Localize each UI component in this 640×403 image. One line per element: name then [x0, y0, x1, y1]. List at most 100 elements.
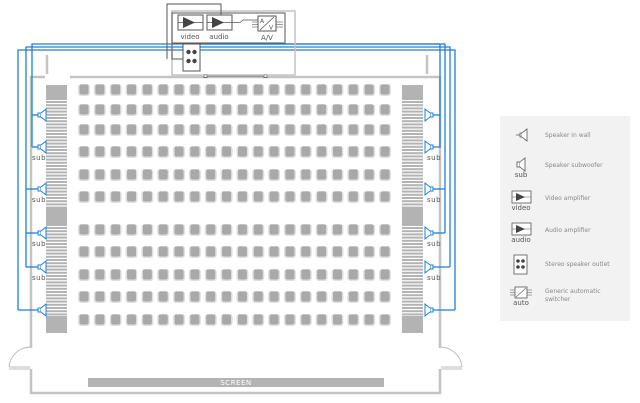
speaker-subwoofer-icon[interactable]: sub	[32, 181, 47, 204]
seat	[220, 191, 233, 203]
seat	[283, 314, 296, 326]
seat	[283, 84, 296, 96]
seat	[379, 246, 391, 258]
legend-item: Stereo speaker outlet	[513, 254, 610, 275]
side-panel	[46, 85, 67, 333]
speaker-subwoofer-icon[interactable]: sub	[424, 225, 441, 248]
seat	[331, 246, 344, 258]
seat	[173, 169, 186, 181]
audio-label: audio	[209, 33, 228, 41]
sub-label: sub	[32, 154, 46, 162]
seat	[283, 191, 296, 203]
seat	[93, 104, 106, 116]
seat	[125, 269, 138, 281]
speaker-subwoofer-icon[interactable]: sub	[424, 259, 441, 282]
seat	[379, 146, 391, 158]
seat	[204, 169, 217, 181]
seat	[93, 191, 106, 203]
seat	[204, 224, 217, 236]
speaker-subwoofer-icon[interactable]: sub	[32, 225, 47, 248]
seat	[173, 224, 186, 236]
seat	[299, 314, 312, 326]
seat	[363, 84, 376, 96]
seat	[268, 104, 281, 116]
seat	[299, 191, 312, 203]
legend-label: Speaker in wall	[545, 132, 591, 139]
seat	[315, 246, 328, 258]
av-switcher[interactable]: A V A/V	[252, 15, 283, 42]
seat	[236, 84, 249, 96]
seat	[315, 104, 328, 116]
speaker-in-wall-icon[interactable]	[424, 107, 434, 123]
audio-amplifier-icon	[511, 222, 532, 236]
seat	[93, 291, 106, 303]
seat	[220, 291, 233, 303]
seat	[141, 224, 154, 236]
seat	[299, 224, 312, 236]
speaker-in-wall-icon[interactable]	[37, 107, 47, 123]
seat	[379, 291, 391, 303]
speaker-subwoofer-icon[interactable]: sub	[424, 139, 441, 162]
av-label: A/V	[261, 34, 273, 42]
seat	[78, 146, 90, 158]
speaker-in-wall-icon[interactable]	[424, 302, 434, 318]
screen: SCREEN	[88, 378, 384, 387]
seat	[188, 246, 201, 258]
seat	[347, 104, 360, 116]
seat	[315, 224, 328, 236]
video-amplifier[interactable]: video	[177, 14, 204, 41]
seat	[141, 84, 154, 96]
seat	[347, 84, 360, 96]
seat	[331, 104, 344, 116]
seat	[109, 124, 122, 136]
seat	[157, 291, 170, 303]
seat	[268, 124, 281, 136]
seat	[173, 246, 186, 258]
seat	[283, 146, 296, 158]
cable-tray	[203, 74, 268, 78]
seat	[347, 169, 360, 181]
door-right	[440, 346, 463, 370]
audio-amplifier[interactable]: audio	[206, 14, 233, 41]
seat	[204, 269, 217, 281]
seat	[125, 124, 138, 136]
video-label: video	[180, 33, 199, 41]
stereo-speaker-outlet[interactable]	[182, 43, 201, 72]
seat	[331, 191, 344, 203]
seat	[236, 104, 249, 116]
seat	[363, 169, 376, 181]
play-triangle-icon	[212, 17, 224, 28]
seat	[173, 314, 186, 326]
stereo-speaker-outlet-icon	[513, 254, 528, 275]
seat	[78, 224, 90, 236]
seat	[220, 104, 233, 116]
seat	[220, 146, 233, 158]
seat	[78, 246, 90, 258]
seat	[315, 124, 328, 136]
seat	[157, 104, 170, 116]
seat	[220, 124, 233, 136]
seat	[109, 224, 122, 236]
speaker-subwoofer-icon[interactable]: sub	[32, 139, 47, 162]
speaker-subwoofer-icon[interactable]: sub	[32, 259, 47, 282]
switch-v: V	[269, 25, 274, 32]
speaker-in-wall-icon[interactable]	[37, 302, 47, 318]
seat	[141, 269, 154, 281]
seat	[363, 146, 376, 158]
seat	[347, 124, 360, 136]
seat	[283, 124, 296, 136]
seat	[125, 314, 138, 326]
seat	[236, 169, 249, 181]
seat	[268, 314, 281, 326]
seat	[363, 124, 376, 136]
seat	[78, 169, 90, 181]
seat	[236, 314, 249, 326]
seat	[157, 84, 170, 96]
seat	[109, 246, 122, 258]
seat	[173, 191, 186, 203]
seat	[299, 291, 312, 303]
speaker-subwoofer-icon[interactable]: sub	[424, 181, 441, 204]
seat	[236, 269, 249, 281]
seat	[236, 246, 249, 258]
seat	[204, 314, 217, 326]
